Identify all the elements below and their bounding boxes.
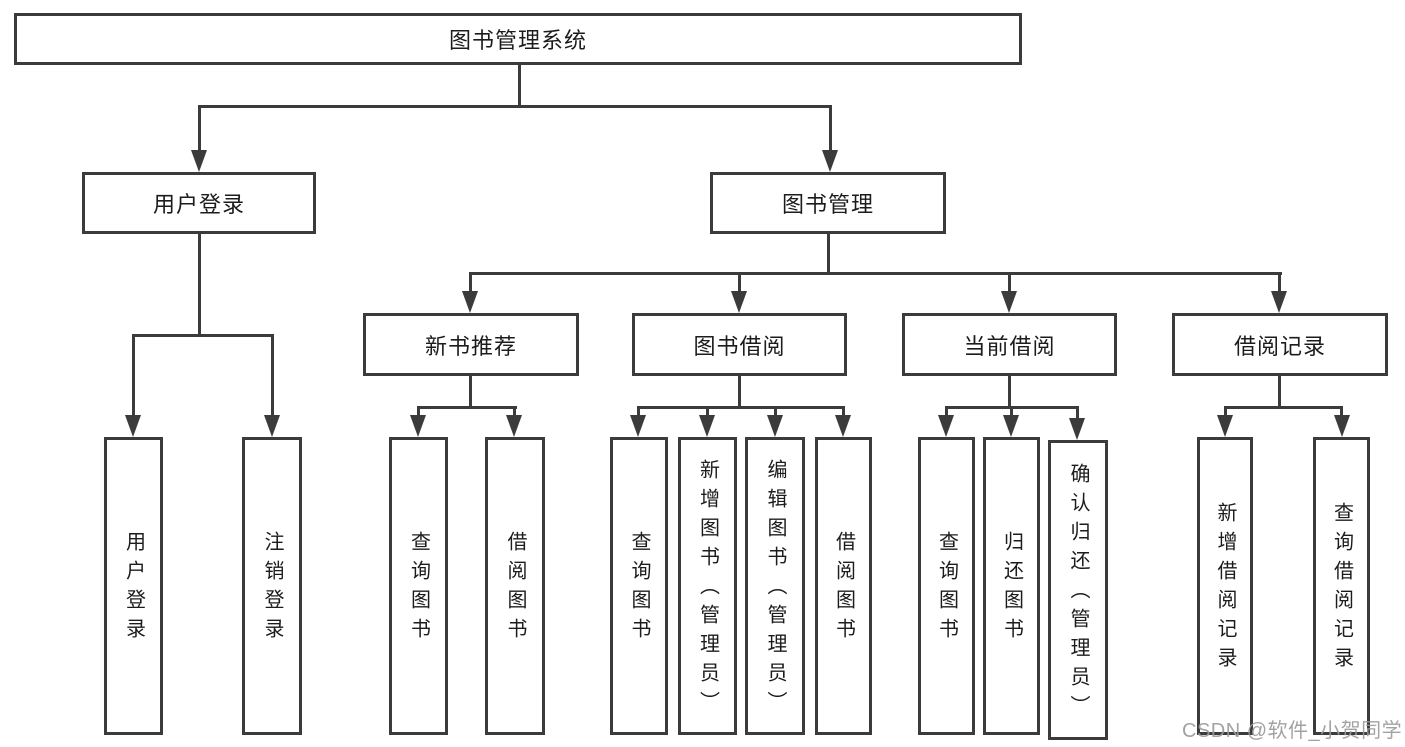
connector-line <box>738 376 741 408</box>
leaf-query-books-current: 查询图书 <box>918 437 975 735</box>
connector-line <box>842 406 845 418</box>
arrow-down-icon <box>630 415 646 437</box>
connector-line <box>945 406 948 418</box>
arrow-down-icon <box>835 415 851 437</box>
node-root-library-system: 图书管理系统 <box>14 13 1022 65</box>
leaf-logout: 注销登录 <box>242 437 302 735</box>
arrow-down-icon <box>410 415 426 437</box>
connector-line <box>1278 272 1281 293</box>
leaf-edit-books-admin: 编辑图书（管理员） <box>745 437 805 735</box>
connector-line <box>132 334 135 417</box>
arrow-down-icon <box>1003 415 1019 437</box>
connector-line <box>829 105 832 152</box>
arrow-down-icon <box>731 291 747 313</box>
connector-line <box>132 334 274 337</box>
arrow-down-icon <box>264 415 280 437</box>
leaf-user-login: 用户登录 <box>104 437 163 735</box>
csdn-watermark: CSDN @软件_小贺同学 <box>1182 720 1403 742</box>
connector-line <box>198 105 832 108</box>
connector-line <box>198 105 201 152</box>
leaf-add-books-admin: 新增图书（管理员） <box>678 437 737 735</box>
arrow-down-icon <box>822 150 838 172</box>
arrow-down-icon <box>1271 291 1287 313</box>
connector-line <box>1224 406 1343 409</box>
leaf-confirm-return-admin: 确认归还（管理员） <box>1048 440 1108 740</box>
arrow-down-icon <box>1334 415 1350 437</box>
connector-line <box>1076 406 1079 418</box>
connector-line <box>637 406 640 418</box>
connector-line <box>1010 406 1013 418</box>
connector-line <box>513 406 516 418</box>
connector-line <box>1340 406 1343 418</box>
leaf-query-borrow-record: 查询借阅记录 <box>1313 437 1370 735</box>
leaf-return-books: 归还图书 <box>983 437 1040 735</box>
node-book-borrow: 图书借阅 <box>632 313 847 376</box>
connector-line <box>469 376 472 408</box>
arrow-down-icon <box>767 415 783 437</box>
node-user-login: 用户登录 <box>82 172 316 234</box>
arrow-down-icon <box>1001 291 1017 313</box>
leaf-borrow-books: 借阅图书 <box>815 437 872 735</box>
arrow-down-icon <box>125 415 141 437</box>
connector-line <box>827 234 830 275</box>
arrow-down-icon <box>699 415 715 437</box>
connector-line <box>417 406 517 409</box>
arrow-down-icon <box>191 150 207 172</box>
connector-line <box>1224 406 1227 418</box>
arrow-down-icon <box>938 415 954 437</box>
connector-line <box>198 234 201 337</box>
arrow-down-icon <box>1217 415 1233 437</box>
arrow-down-icon <box>506 415 522 437</box>
connector-line <box>706 406 709 418</box>
leaf-query-books-recommend: 查询图书 <box>389 437 448 735</box>
node-borrow-record: 借阅记录 <box>1172 313 1388 376</box>
node-book-management: 图书管理 <box>710 172 946 234</box>
arrow-down-icon <box>1069 418 1085 440</box>
connector-line <box>774 406 777 418</box>
connector-line <box>469 272 472 293</box>
node-new-book-recommend: 新书推荐 <box>363 313 579 376</box>
connector-line <box>1008 272 1011 293</box>
leaf-query-books-borrow: 查询图书 <box>610 437 668 735</box>
connector-line <box>1278 376 1281 408</box>
leaf-borrow-books-recommend: 借阅图书 <box>485 437 545 735</box>
connector-line <box>738 272 741 293</box>
connector-line <box>518 65 521 108</box>
arrow-down-icon <box>462 291 478 313</box>
connector-line <box>637 406 845 409</box>
connector-line <box>470 272 1282 275</box>
connector-line <box>417 406 420 418</box>
leaf-add-borrow-record: 新增借阅记录 <box>1197 437 1253 735</box>
node-current-borrow: 当前借阅 <box>902 313 1117 376</box>
connector-line <box>271 334 274 417</box>
connector-line <box>1008 376 1011 408</box>
